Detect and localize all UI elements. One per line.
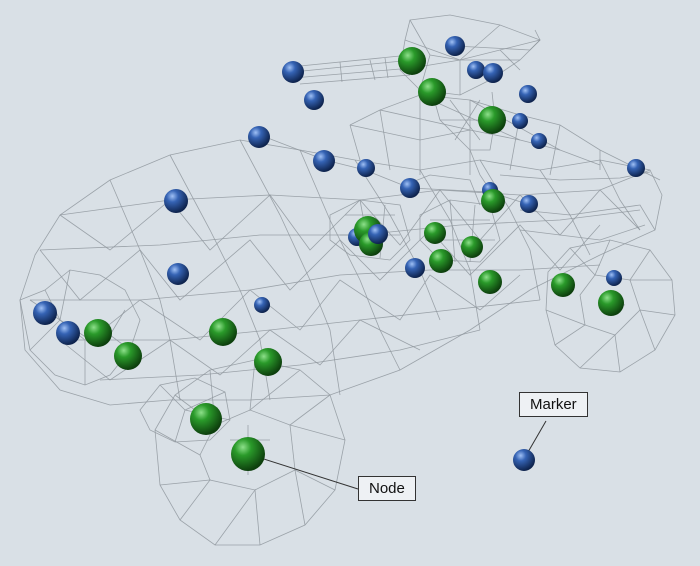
blue-marker [467,61,485,79]
blue-marker [304,90,324,110]
node-leader-line [247,453,359,490]
green-node [190,403,222,435]
blue-marker [254,297,270,313]
green-node [598,290,624,316]
blue-marker [400,178,420,198]
marker-callout-label: Marker [519,392,588,417]
blue-marker [519,85,537,103]
blue-marker [357,159,375,177]
green-node [209,318,237,346]
blue-marker [513,449,535,471]
blue-marker [313,150,335,172]
green-node [478,106,506,134]
green-node [231,437,265,471]
blue-marker [606,270,622,286]
blue-marker [164,189,188,213]
green-node [478,270,502,294]
blue-marker [483,63,503,83]
green-node [254,348,282,376]
green-node [551,273,575,297]
blue-marker [56,321,80,345]
blue-marker [512,113,528,129]
blue-marker [167,263,189,285]
node-group [84,47,624,471]
blue-marker [627,159,645,177]
vehicle-wireframe-mesh [19,14,676,546]
green-node [429,249,453,273]
blue-marker [368,224,388,244]
green-node [84,319,112,347]
green-node [481,189,505,213]
blue-marker [445,36,465,56]
green-node [424,222,446,244]
green-node [418,78,446,106]
green-node [398,47,426,75]
green-node [461,236,483,258]
blue-marker [33,301,57,325]
green-node [114,342,142,370]
blue-marker [520,195,538,213]
blue-marker [531,133,547,149]
blue-marker [405,258,425,278]
blue-marker [282,61,304,83]
node-callout-label: Node [358,476,416,501]
blue-marker [248,126,270,148]
